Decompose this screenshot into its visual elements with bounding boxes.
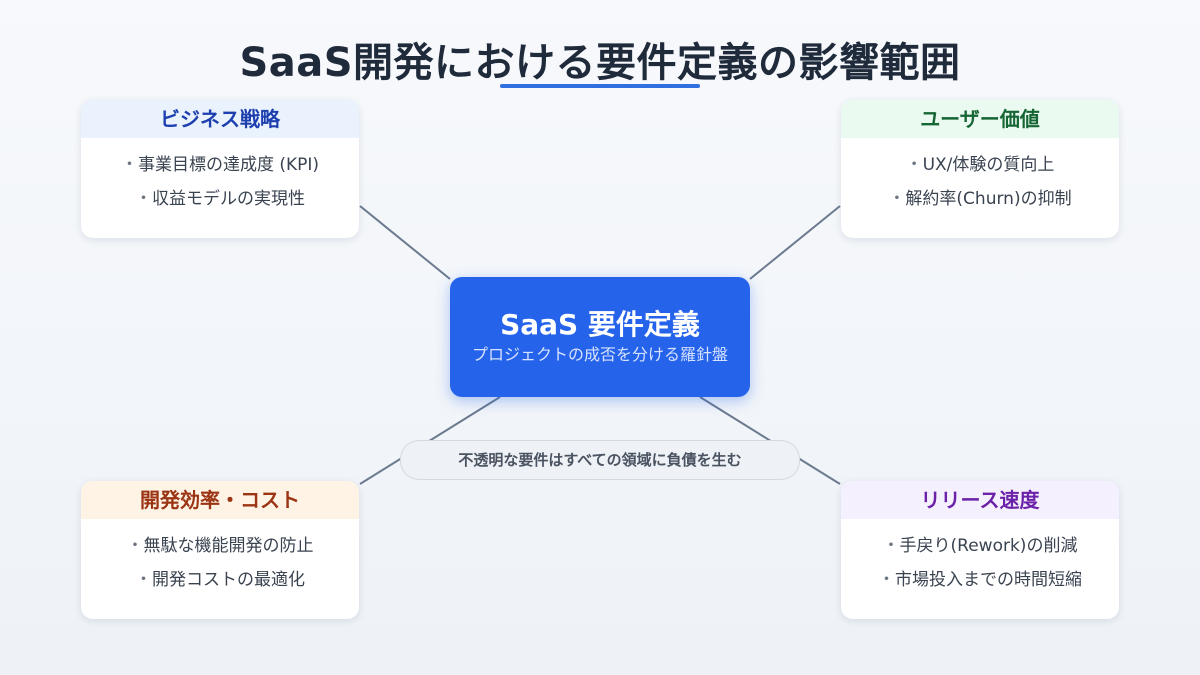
list-item: 手戻り(Rework)の削減 [841, 529, 1119, 563]
card-list-release-speed: 手戻り(Rework)の削減 市場投入までの時間短縮 [841, 519, 1119, 597]
list-item: 解約率(Churn)の抑制 [841, 182, 1119, 216]
card-header-release-speed: リリース速度 [841, 481, 1119, 519]
card-release-speed: リリース速度 手戻り(Rework)の削減 市場投入までの時間短縮 [841, 481, 1119, 619]
card-header-dev-efficiency-cost: 開発効率・コスト [81, 481, 359, 519]
center-title: SaaS 要件定義 [500, 308, 700, 341]
card-list-business-strategy: 事業目標の達成度 (KPI) 収益モデルの実現性 [81, 138, 359, 216]
card-dev-efficiency-cost: 開発効率・コスト 無駄な機能開発の防止 開発コストの最適化 [81, 481, 359, 619]
card-business-strategy: ビジネス戦略 事業目標の達成度 (KPI) 収益モデルの実現性 [81, 100, 359, 238]
connector-business [359, 205, 451, 280]
card-header-user-value: ユーザー価値 [841, 100, 1119, 138]
card-list-dev-efficiency-cost: 無駄な機能開発の防止 開発コストの最適化 [81, 519, 359, 597]
card-user-value: ユーザー価値 UX/体験の質向上 解約率(Churn)の抑制 [841, 100, 1119, 238]
connector-user [749, 205, 841, 280]
list-item: 開発コストの最適化 [81, 563, 359, 597]
card-list-user-value: UX/体験の質向上 解約率(Churn)の抑制 [841, 138, 1119, 216]
list-item: 無駄な機能開発の防止 [81, 529, 359, 563]
page-title: SaaS開発における要件定義の影響範囲 [239, 40, 961, 86]
center-subtitle: プロジェクトの成否を分ける羅針盤 [471, 345, 728, 364]
title-underline [500, 84, 700, 88]
center-node: SaaS 要件定義 プロジェクトの成否を分ける羅針盤 [450, 277, 750, 397]
list-item: 市場投入までの時間短縮 [841, 563, 1119, 597]
list-item: 収益モデルの実現性 [81, 182, 359, 216]
card-header-business-strategy: ビジネス戦略 [81, 100, 359, 138]
list-item: 事業目標の達成度 (KPI) [81, 148, 359, 182]
warning-pill: 不透明な要件はすべての領域に負債を生む [400, 440, 800, 480]
list-item: UX/体験の質向上 [841, 148, 1119, 182]
